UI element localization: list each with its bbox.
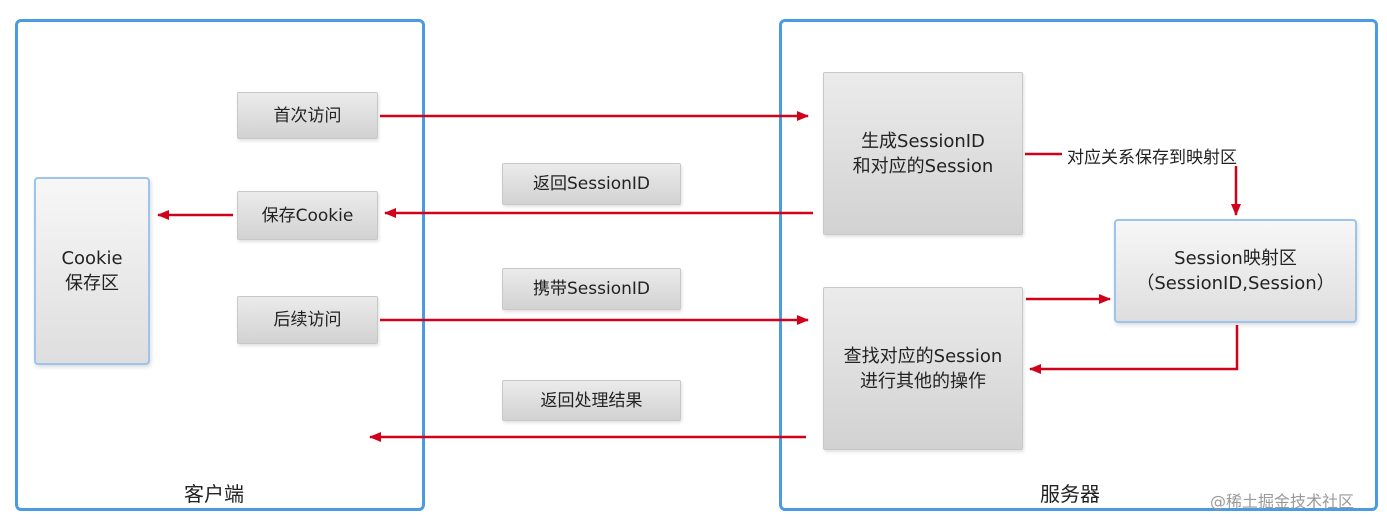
generate-line-2: 和对应的Session xyxy=(852,155,994,177)
arrow-map-to-lookup xyxy=(1029,325,1239,374)
lookup-line-1: 查找对应的Session xyxy=(843,345,1003,367)
session-map-line-1: Session映射区 xyxy=(1174,248,1297,269)
cookie-store-line-1: Cookie xyxy=(61,248,123,269)
return-sessionid-label: 返回SessionID xyxy=(502,163,681,205)
client-title: 客户端 xyxy=(184,482,244,506)
save-cookie-box: 保存Cookie xyxy=(237,191,378,240)
session-map-box: Session映射区 （SessionID,Session） xyxy=(1114,219,1357,323)
generate-line-1: 生成SessionID xyxy=(861,130,985,152)
lookup-line-2: 进行其他的操作 xyxy=(860,370,986,392)
session-map-line-2: （SessionID,Session） xyxy=(1136,273,1335,294)
cookie-store-line-2: 保存区 xyxy=(65,273,119,294)
generate-session-box: 生成SessionID 和对应的Session xyxy=(823,72,1023,235)
server-title: 服务器 xyxy=(1040,482,1100,506)
lookup-session-box: 查找对应的Session 进行其他的操作 xyxy=(823,287,1023,450)
save-mapping-label: 对应关系保存到映射区 xyxy=(1067,148,1237,168)
carry-sessionid-label: 携带SessionID xyxy=(502,268,681,310)
watermark: @稀土掘金技术社区 xyxy=(1210,492,1355,511)
later-visit-box: 后续访问 xyxy=(237,296,378,344)
first-visit-box: 首次访问 xyxy=(237,92,378,139)
cookie-store-box: Cookie 保存区 xyxy=(34,177,150,365)
return-result-label: 返回处理结果 xyxy=(502,380,681,421)
